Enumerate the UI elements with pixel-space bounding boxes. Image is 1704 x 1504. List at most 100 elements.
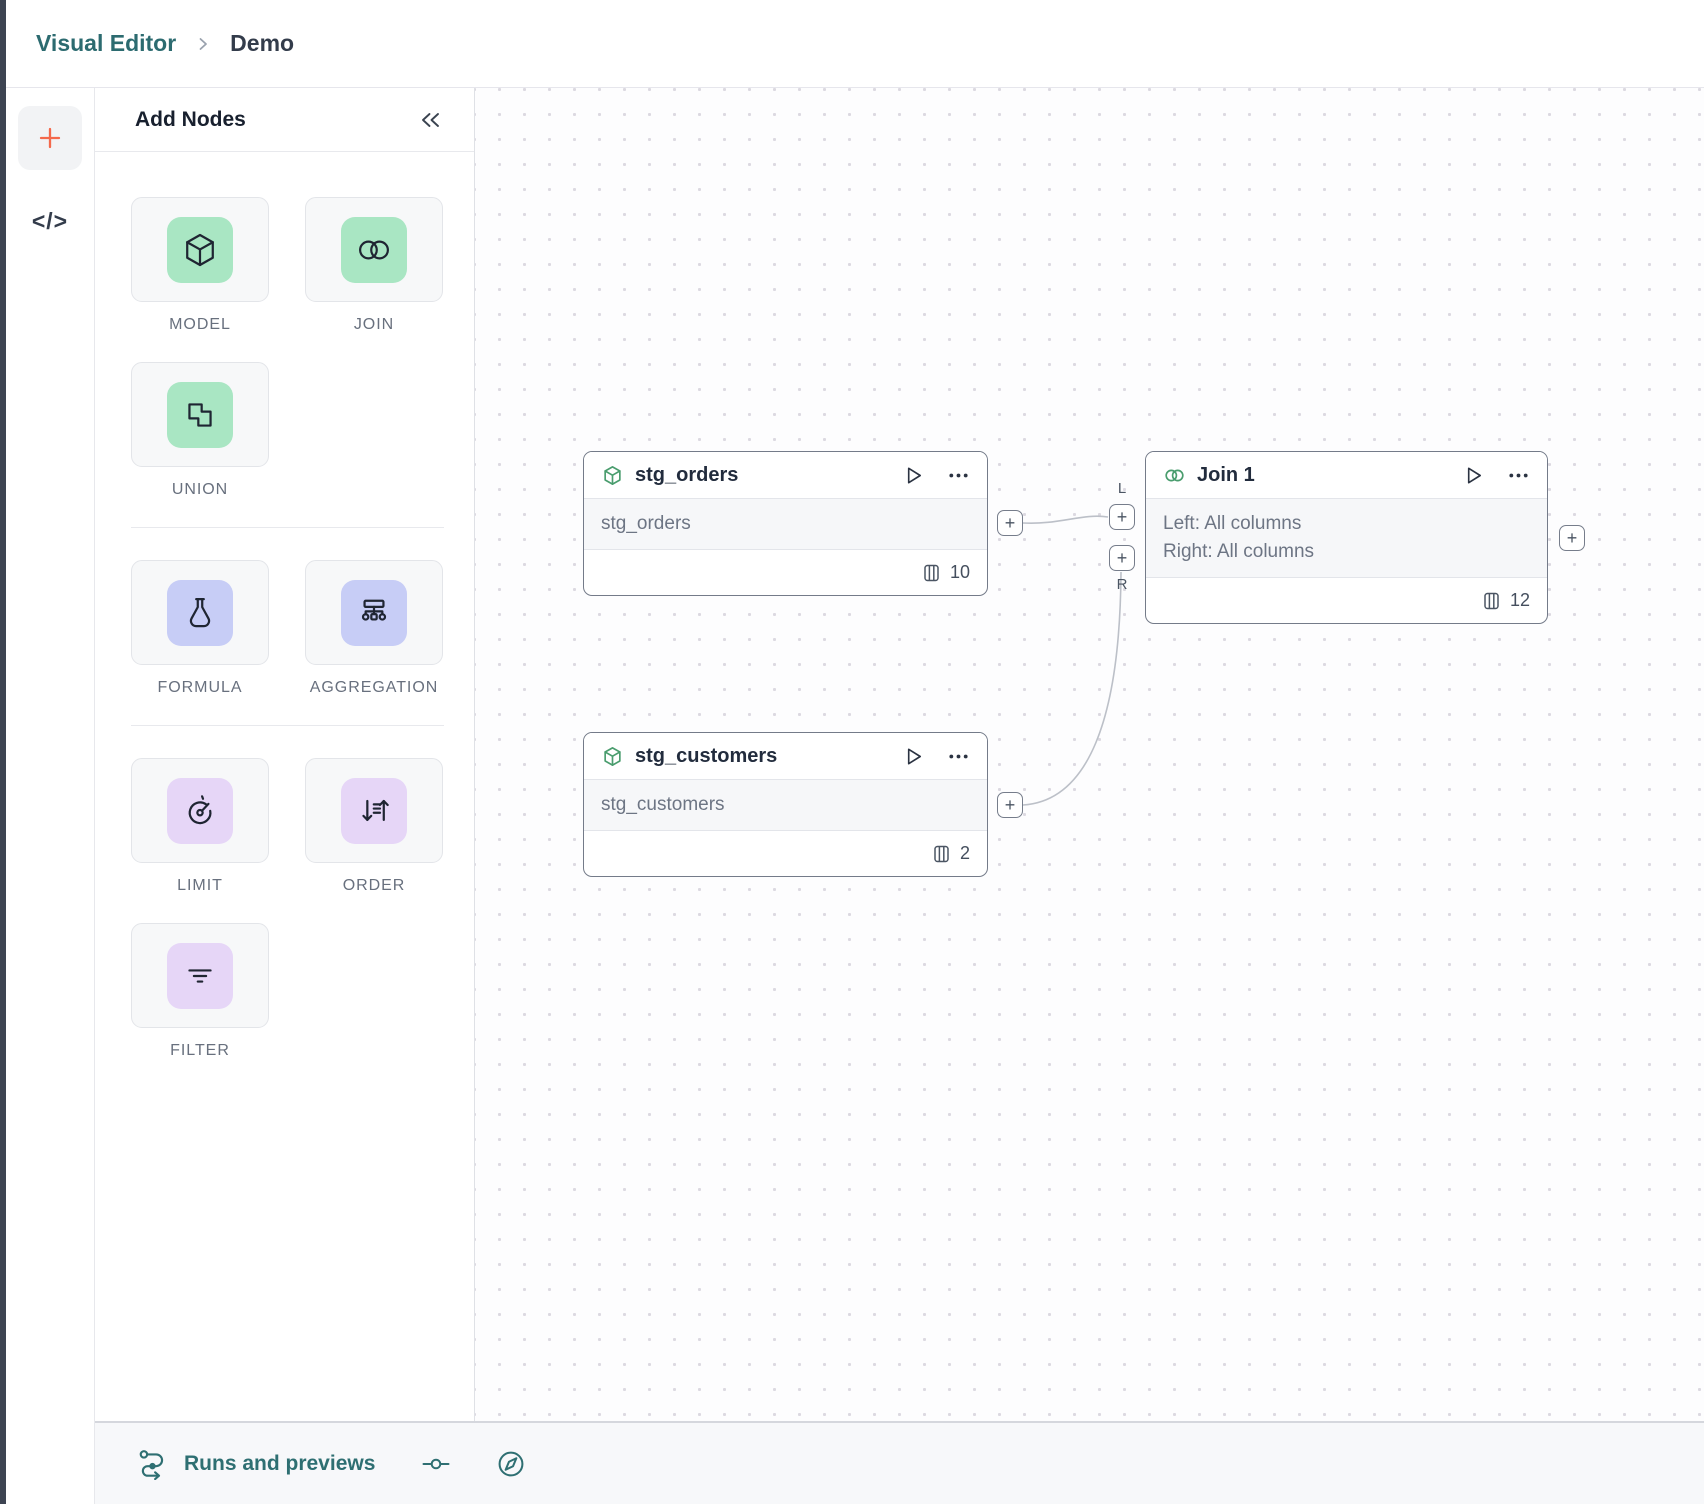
tile-union[interactable]: UNION — [131, 362, 269, 499]
node-menu-button[interactable] — [1507, 464, 1530, 487]
port-stg-customers-output[interactable]: + — [997, 792, 1023, 818]
breadcrumb-current: Demo — [230, 30, 295, 56]
tile-aggregation-card[interactable] — [305, 560, 443, 665]
node-body: stg_orders — [584, 498, 987, 550]
column-count: 2 — [959, 843, 970, 863]
aggregation-icon — [341, 579, 407, 646]
left-rail: </> — [6, 88, 95, 1504]
tile-label: AGGREGATION — [309, 679, 439, 696]
node-body: Left: All columns Right: All columns — [1146, 498, 1547, 578]
plus-icon: + — [1004, 513, 1016, 533]
cube-icon — [167, 216, 233, 283]
tile-label: UNION — [171, 481, 229, 498]
tile-join-card[interactable] — [305, 197, 443, 302]
port-label-right: R — [1116, 576, 1128, 593]
group-divider — [131, 527, 444, 528]
tile-union-card[interactable] — [131, 362, 269, 467]
runs-and-previews-button[interactable]: Runs and previews — [137, 1448, 375, 1480]
node-body-line: Left: All columns — [1163, 513, 1302, 534]
add-nodes-panel-header: Add Nodes — [95, 88, 474, 152]
tile-join[interactable]: JOIN — [305, 197, 443, 334]
compass-icon[interactable] — [495, 1448, 527, 1480]
node-header: stg_orders — [584, 452, 987, 498]
runs-and-previews-label: Runs and previews — [184, 1451, 376, 1475]
flask-icon — [167, 579, 233, 646]
tile-label: LIMIT — [177, 877, 223, 894]
port-stg-orders-output[interactable]: + — [997, 510, 1023, 536]
node-body-line: Right: All columns — [1163, 541, 1315, 562]
tile-label: ORDER — [342, 877, 406, 894]
breadcrumb: Visual Editor Demo — [0, 0, 1704, 88]
run-node-button[interactable] — [902, 464, 925, 487]
port-join-left-input[interactable]: + — [1109, 504, 1135, 530]
plus-icon: + — [1116, 507, 1128, 527]
union-icon — [167, 381, 233, 448]
run-node-button[interactable] — [1462, 464, 1485, 487]
tile-formula[interactable]: FORMULA — [131, 560, 269, 697]
node-stg-orders[interactable]: stg_orders stg_orders — [583, 451, 988, 596]
panel-title: Add Nodes — [135, 107, 246, 131]
chevron-right-icon — [194, 35, 212, 53]
columns-icon — [933, 845, 951, 863]
node-footer: 10 — [584, 550, 987, 595]
cube-icon — [601, 745, 624, 768]
double-chevron-left-icon — [417, 109, 444, 131]
tile-limit-card[interactable] — [131, 758, 269, 863]
node-body-line: stg_orders — [601, 513, 691, 534]
node-tile-grid: MODEL JOIN — [95, 152, 474, 1088]
add-node-rail-button[interactable] — [18, 106, 82, 170]
join-icon — [1163, 464, 1186, 487]
tile-formula-card[interactable] — [131, 560, 269, 665]
node-join-1[interactable]: Join 1 Left: All columns — [1145, 451, 1548, 624]
gauge-icon — [167, 777, 233, 844]
port-label-left: L — [1117, 480, 1127, 497]
filter-icon — [167, 942, 233, 1009]
status-bar: Runs and previews — [95, 1421, 1704, 1504]
code-view-button[interactable]: </> — [32, 208, 68, 235]
tile-model-card[interactable] — [131, 197, 269, 302]
add-nodes-panel: Add Nodes — [95, 88, 475, 1421]
node-body-line: stg_customers — [601, 794, 725, 815]
cube-icon — [601, 464, 624, 487]
tile-filter[interactable]: FILTER — [131, 923, 269, 1060]
node-footer: 2 — [584, 831, 987, 876]
port-join-output[interactable]: + — [1559, 525, 1585, 551]
plus-icon: + — [1566, 528, 1578, 548]
node-menu-button[interactable] — [947, 464, 970, 487]
node-header: stg_customers — [584, 733, 987, 779]
tile-order[interactable]: ORDER — [305, 758, 443, 895]
runs-flow-icon — [137, 1448, 169, 1480]
collapse-panel-button[interactable] — [417, 109, 444, 131]
breadcrumb-root-link[interactable]: Visual Editor — [36, 30, 177, 56]
node-footer: 12 — [1146, 578, 1547, 623]
tile-limit[interactable]: LIMIT — [131, 758, 269, 895]
tile-label: MODEL — [169, 316, 231, 333]
tile-label: FILTER — [170, 1042, 230, 1059]
plus-icon: + — [1116, 548, 1128, 568]
tile-aggregation[interactable]: AGGREGATION — [305, 560, 443, 697]
group-divider — [131, 725, 444, 726]
code-icon: </> — [31, 208, 69, 234]
node-stg-customers[interactable]: stg_customers stg_custom — [583, 732, 988, 877]
columns-icon — [923, 564, 941, 582]
node-title: Join 1 — [1197, 463, 1255, 486]
port-join-right-input[interactable]: + — [1109, 545, 1135, 571]
node-header: Join 1 — [1146, 452, 1547, 498]
join-icon — [341, 216, 407, 283]
columns-icon — [1483, 592, 1501, 610]
plus-icon: + — [1004, 795, 1016, 815]
canvas[interactable]: stg_orders stg_orders — [475, 88, 1704, 1421]
plus-icon — [35, 123, 65, 153]
window-left-edge — [0, 0, 6, 1504]
node-menu-button[interactable] — [947, 745, 970, 768]
tile-filter-card[interactable] — [131, 923, 269, 1028]
tile-model[interactable]: MODEL — [131, 197, 269, 334]
commit-icon[interactable] — [421, 1449, 451, 1479]
tile-label: JOIN — [353, 316, 395, 333]
node-title: stg_orders — [635, 463, 739, 486]
run-node-button[interactable] — [902, 745, 925, 768]
column-count: 12 — [1509, 590, 1530, 610]
tile-order-card[interactable] — [305, 758, 443, 863]
node-body: stg_customers — [584, 779, 987, 831]
